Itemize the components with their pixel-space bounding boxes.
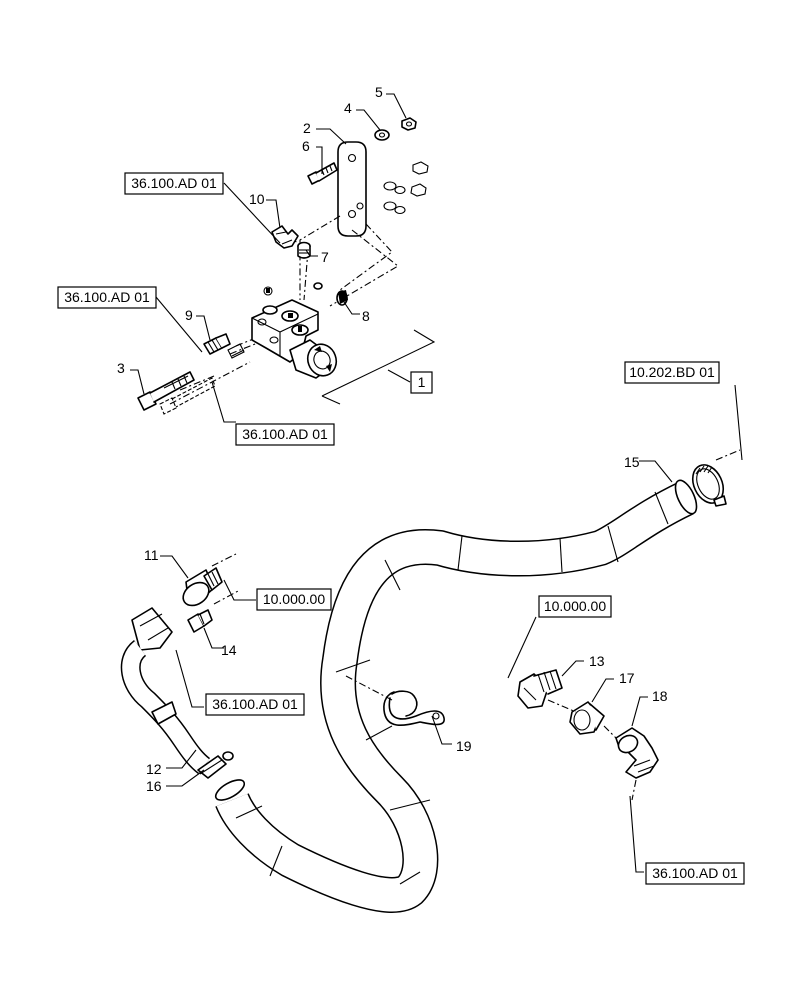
callout-2: 2: [303, 120, 311, 136]
elbow-10-part: [271, 225, 299, 249]
callout-3: 3: [117, 360, 125, 376]
svg-text:10.202.BD 01: 10.202.BD 01: [629, 364, 715, 380]
svg-text:36.100.AD 01: 36.100.AD 01: [212, 696, 298, 712]
callout-13: 13: [589, 653, 605, 669]
callout-18: 18: [652, 688, 668, 704]
svg-text:36.100.AD 01: 36.100.AD 01: [64, 289, 150, 305]
ref-box-4[interactable]: 10.202.BD 01: [624, 361, 720, 384]
fitting-9-part: [203, 333, 231, 355]
ref-box-6[interactable]: 36.100.AD 01: [205, 693, 305, 716]
svg-text:36.100.AD 01: 36.100.AD 01: [131, 175, 217, 191]
hose-15-part: [214, 479, 698, 913]
svg-text:36.100.AD 01: 36.100.AD 01: [652, 865, 738, 881]
ref-box-8[interactable]: 36.100.AD 01: [645, 862, 745, 885]
leader-lines: [130, 93, 743, 873]
svg-text:10.000.00: 10.000.00: [263, 591, 325, 607]
ref-box-3[interactable]: 36.100.AD 01: [235, 423, 335, 446]
callout-15: 15: [624, 454, 640, 470]
bolt-3-part: [137, 371, 216, 415]
hose-clamp-part: [691, 464, 727, 507]
callout-11: 11: [144, 547, 159, 563]
callout-12: 12: [146, 761, 162, 777]
assembly-bracket: [321, 329, 436, 405]
svg-text:10.000.00: 10.000.00: [544, 598, 606, 614]
bolt-6-part: [307, 162, 338, 185]
callout-10: 10: [249, 191, 265, 207]
callout-7: 7: [321, 249, 329, 265]
fitting-17-part: [569, 701, 605, 735]
callout-17: 17: [619, 670, 635, 686]
assembly-box[interactable]: 1: [410, 371, 433, 394]
valve-small-parts: [227, 343, 245, 359]
ref-box-5[interactable]: 10.000.00: [256, 588, 332, 611]
nut-part: [401, 117, 417, 131]
callout-8: 8: [362, 308, 370, 324]
fitting-8-part: [313, 282, 348, 306]
fitting-16-part: [197, 751, 234, 779]
ref-box-7[interactable]: 10.000.00: [538, 595, 612, 618]
hardware-group: [383, 161, 429, 215]
ref-box-2[interactable]: 36.100.AD 01: [57, 286, 157, 309]
ref-box-1[interactable]: 36.100.AD 01: [124, 172, 224, 195]
callout-16: 16: [146, 778, 162, 794]
callout-5: 5: [375, 84, 383, 100]
elbow-18-part: [615, 727, 659, 779]
washer-part: [374, 129, 390, 141]
fitting-14-part: [187, 609, 213, 633]
adapter-13-part: [517, 669, 563, 709]
lower-centre-lines: [211, 449, 741, 801]
callout-4: 4: [344, 100, 352, 116]
callout-6: 6: [302, 138, 310, 154]
bracket-part: [337, 141, 367, 237]
callout-19: 19: [456, 738, 472, 754]
adapter-11-part: [182, 567, 223, 607]
callout-14: 14: [221, 642, 237, 658]
valve-cap-part: [289, 339, 338, 379]
svg-text:1: 1: [418, 374, 426, 390]
plug-7-part: [297, 241, 311, 259]
svg-text:36.100.AD 01: 36.100.AD 01: [242, 426, 328, 442]
callout-9: 9: [185, 307, 193, 323]
clip-19-part: [383, 690, 445, 727]
